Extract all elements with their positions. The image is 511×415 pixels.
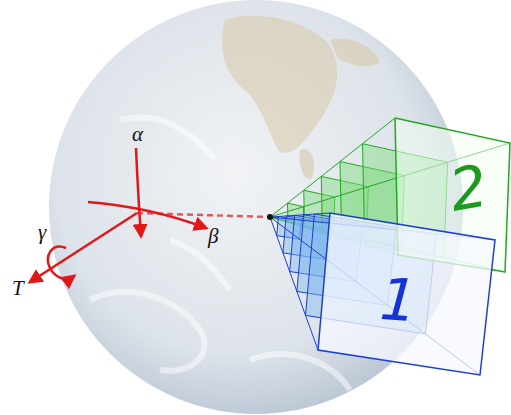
image-plane: 1	[318, 213, 495, 375]
land-mass	[330, 39, 380, 67]
axis-label: T	[12, 278, 24, 299]
cloud	[90, 292, 204, 371]
axis-label: γ	[38, 222, 46, 243]
plane-number: 1	[378, 270, 419, 330]
camera-frustums	[270, 118, 510, 375]
alpha-axis	[136, 148, 141, 236]
land-mass	[222, 16, 337, 153]
axis-label: β	[208, 226, 218, 247]
beta-axis	[88, 202, 206, 228]
frustum-edge	[270, 217, 318, 350]
frustum-edge	[270, 118, 395, 217]
axis-label: α	[132, 124, 143, 145]
earth-land	[222, 16, 380, 179]
rotation-axes	[30, 148, 268, 282]
cloud	[170, 240, 230, 290]
cloud	[250, 354, 350, 390]
frustum-edge	[270, 213, 330, 217]
land-mass	[300, 149, 314, 179]
gamma-rotation	[48, 247, 74, 279]
translation-axis	[30, 213, 137, 282]
plane-shape	[318, 213, 495, 375]
camera-center	[267, 214, 273, 220]
camera-frustum	[270, 213, 495, 375]
cloud	[120, 117, 215, 160]
